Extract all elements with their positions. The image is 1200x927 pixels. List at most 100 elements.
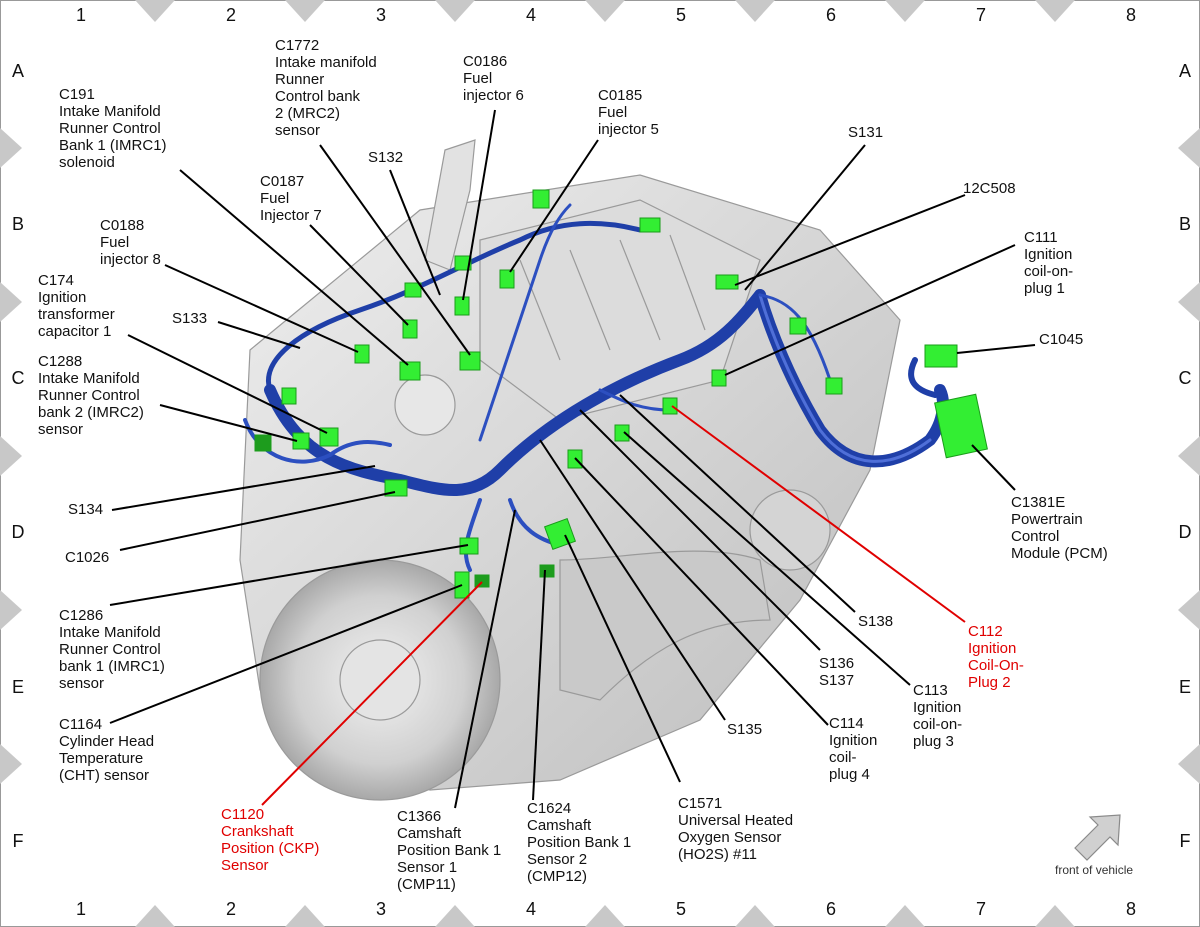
grid-row-left-d: D: [11, 522, 25, 542]
grid-col-top-6: 6: [825, 5, 836, 25]
throttle-body: [394, 374, 456, 436]
label-c1772: C1772 Intake manifold Runner Control ban…: [275, 37, 377, 139]
border-triangle-left-3: [0, 436, 22, 476]
intake-runner-2: [569, 249, 611, 351]
connector-c1772: [459, 351, 481, 371]
label-c1366: C1366 Camshaft Position Bank 1 Sensor 1 …: [397, 808, 502, 893]
engine-illustration: [239, 139, 901, 801]
leader-c1164: [109, 584, 463, 724]
leader-c0185: [509, 139, 599, 273]
connector-c1120: [474, 574, 490, 588]
pulley: [749, 489, 831, 571]
grid-col-bottom-5: 5: [675, 899, 686, 919]
connector-c1366: [539, 564, 555, 578]
leader-12c508: [734, 194, 966, 286]
label-s133: S133: [172, 310, 208, 327]
label-s136-s137: S136 S137: [819, 655, 855, 689]
harness-trunk: [264, 289, 766, 496]
border-triangle-left-1: [0, 128, 22, 168]
border-triangle-bottom-4: [585, 905, 625, 927]
label-c1045: C1045: [1039, 331, 1084, 348]
label-s134: S134: [68, 501, 104, 518]
leader-c0186: [462, 109, 496, 301]
label-c1288: C1288 Intake Manifold Runner Control ban…: [38, 353, 144, 438]
leader-s138: [619, 394, 856, 613]
grid-col-top-3: 3: [375, 5, 386, 25]
grid-row-left-b: B: [11, 214, 24, 234]
label-c114: C114 Ignition coil- plug 4: [829, 715, 878, 783]
label-c1624: C1624 Camshaft Position Bank 1 Sensor 2 …: [527, 800, 632, 885]
leader-c1288: [159, 404, 298, 442]
leader-c114: [574, 457, 829, 726]
connector-c114: [614, 424, 630, 442]
label-c1120[interactable]: C1120 Crankshaft Position (CKP) Sensor: [221, 806, 320, 874]
grid-col-bottom-1: 1: [75, 899, 86, 919]
border-triangle-top-4: [585, 0, 625, 22]
grid-col-bottom-2: 2: [225, 899, 236, 919]
connector-c191: [399, 361, 421, 381]
leader-c1366: [454, 509, 516, 809]
border-triangle-top-3: [435, 0, 475, 22]
connector-right-1: [789, 317, 807, 335]
grid-col-top-4: 4: [525, 5, 536, 25]
connector-top-1: [532, 189, 550, 209]
connector-c1045: [924, 344, 958, 368]
connector-c111: [711, 369, 727, 387]
leader-c174: [127, 334, 328, 434]
leader-c1772: [319, 144, 471, 356]
leader-lines: [109, 109, 1036, 809]
leader-c1571: [564, 534, 681, 783]
border-triangle-right-2: [1178, 282, 1200, 322]
leader-c1286: [109, 544, 469, 606]
connector-left-1: [254, 434, 272, 452]
border-triangle-right-1: [1178, 128, 1200, 168]
border-triangle-bottom-7: [1035, 905, 1075, 927]
harness-injector-branch: [478, 203, 572, 442]
front-arrow-icon: [1074, 814, 1121, 861]
border-triangle-left-4: [0, 590, 22, 630]
label-c113: C113 Ignition coil-on- plug 3: [913, 682, 963, 750]
grid-row-right-f: F: [1179, 831, 1191, 851]
connector-c0185: [499, 269, 515, 289]
label-c0185: C0185 Fuel injector 5: [598, 87, 659, 138]
front-of-vehicle-label: front of vehicle: [1055, 863, 1134, 877]
border-triangle-top-2: [285, 0, 325, 22]
grid-row-right-b: B: [1178, 214, 1191, 234]
grid-col-bottom-6: 6: [825, 899, 836, 919]
border-triangle-right-4: [1178, 590, 1200, 630]
label-s132: S132: [368, 149, 404, 166]
label-c191: C191 Intake Manifold Runner Control Bank…: [59, 86, 167, 171]
flywheel-hub: [339, 639, 421, 721]
leader-c1120[interactable]: [261, 581, 483, 806]
leader-c112[interactable]: [671, 405, 966, 623]
leader-c191: [179, 169, 409, 366]
grid-col-bottom-3: 3: [375, 899, 386, 919]
label-c0186: C0186 Fuel injector 6: [463, 53, 524, 104]
border-triangle-bottom-3: [435, 905, 475, 927]
leader-s132: [389, 169, 441, 296]
label-c1026: C1026: [65, 549, 110, 566]
leader-c1045: [956, 344, 1036, 354]
harness-coil-branch: [598, 388, 672, 412]
border-triangle-top-5: [735, 0, 775, 22]
border-triangle-bottom-1: [135, 905, 175, 927]
grid-row-left-e: E: [11, 677, 24, 697]
label-c1286: C1286 Intake Manifold Runner Control ban…: [59, 607, 165, 692]
connector-left-2: [281, 387, 297, 405]
label-c112[interactable]: C112 Ignition Coil-On- Plug 2: [968, 623, 1024, 691]
label-12c508: 12C508: [963, 180, 1016, 197]
intake-runner-4: [669, 234, 706, 331]
grid-col-top-1: 1: [75, 5, 86, 25]
connector-c1288: [292, 432, 310, 450]
connector-c0186: [454, 296, 470, 316]
border-triangle-top-1: [135, 0, 175, 22]
border-triangle-bottom-5: [735, 905, 775, 927]
grid-col-bottom-7: 7: [975, 899, 986, 919]
grid-row-right-c: C: [1178, 368, 1192, 388]
leader-c0187: [309, 224, 409, 326]
border-triangle-top-6: [885, 0, 925, 22]
grid-col-bottom-4: 4: [525, 899, 536, 919]
